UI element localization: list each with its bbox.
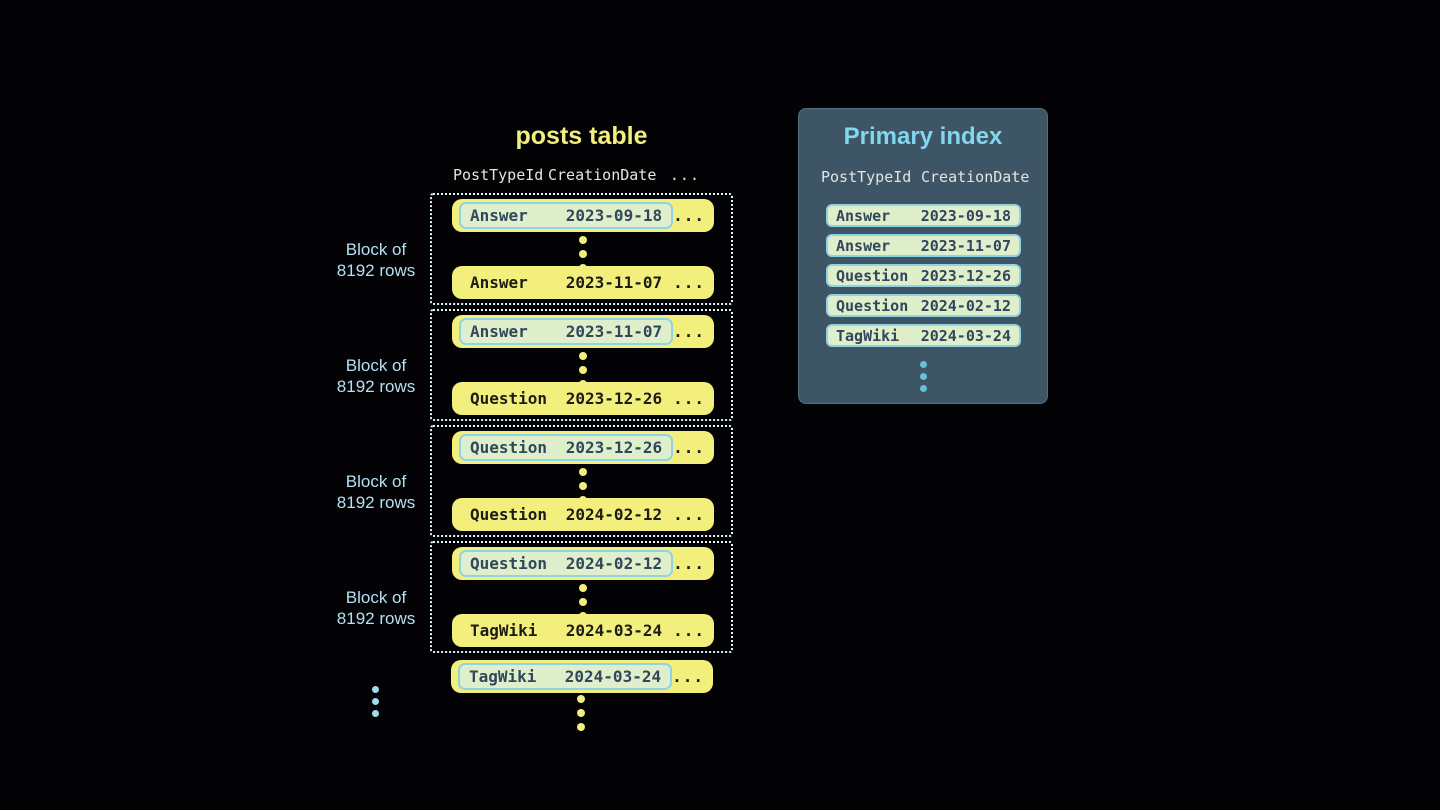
entry-creationdate: 2024-03-24 [920, 326, 1011, 345]
block-3-last-row: Question 2024-02-12 ... [452, 498, 714, 531]
block-1-first-row-highlight: Answer 2023-09-18 [459, 202, 674, 229]
block-2: Answer 2023-11-07 ... Question 2023-12-2… [430, 309, 733, 421]
entry-creationdate: 2023-12-26 [920, 266, 1011, 285]
index-entry: Answer 2023-11-07 [826, 234, 1021, 257]
row-posttypeid: Question [470, 554, 548, 573]
vertical-ellipsis [920, 361, 927, 397]
row-more-ellipsis: ... [673, 554, 705, 573]
row-creationdate: 2023-09-18 [565, 206, 663, 225]
block-1-last-row: Answer 2023-11-07 ... [452, 266, 714, 299]
entry-posttypeid: TagWiki [836, 326, 900, 345]
row-posttypeid: Question [470, 505, 548, 524]
row-posttypeid: Question [470, 389, 548, 408]
column-ellipsis: ... [669, 166, 700, 184]
block-4-last-row: TagWiki 2024-03-24 ... [452, 614, 714, 647]
index-entry: Answer 2023-09-18 [826, 204, 1021, 227]
primary-index-title: Primary index [843, 123, 1003, 150]
row-more-ellipsis: ... [673, 273, 705, 292]
row-more-ellipsis: ... [673, 438, 705, 457]
row-creationdate: 2023-11-07 [565, 273, 663, 292]
index-entry: Question 2023-12-26 [826, 264, 1021, 287]
index-entry: TagWiki 2024-03-24 [826, 324, 1021, 347]
entry-creationdate: 2024-02-12 [920, 296, 1011, 315]
block-4-first-row-highlight: Question 2024-02-12 [459, 550, 674, 577]
entry-posttypeid: Answer [836, 236, 891, 255]
row-more-ellipsis: ... [673, 621, 705, 640]
block-2-last-row: Question 2023-12-26 ... [452, 382, 714, 415]
entry-creationdate: 2023-09-18 [920, 206, 1011, 225]
block-2-first-row: Answer 2023-11-07 ... [452, 315, 714, 348]
row-posttypeid: TagWiki [470, 621, 538, 640]
row-posttypeid: Question [470, 438, 548, 457]
index-entry: Question 2024-02-12 [826, 294, 1021, 317]
block-3-last-row-values: Question 2024-02-12 [459, 501, 673, 528]
tail-row: TagWiki 2024-03-24 ... [451, 660, 713, 693]
row-creationdate: 2023-12-26 [565, 389, 663, 408]
row-creationdate: 2024-02-12 [565, 554, 663, 573]
tail-row-highlight: TagWiki 2024-03-24 [458, 663, 673, 690]
block-2-last-row-values: Question 2023-12-26 [459, 385, 673, 412]
block-1-label: Block of 8192 rows [336, 240, 416, 280]
row-creationdate: 2024-03-24 [564, 667, 662, 686]
row-creationdate: 2023-11-07 [565, 322, 663, 341]
row-more-ellipsis: ... [673, 505, 705, 524]
block-3-first-row-highlight: Question 2023-12-26 [459, 434, 674, 461]
column-posttypeid: PostTypeId [821, 168, 912, 186]
column-posttypeid: PostTypeId [453, 166, 544, 184]
block-1: Answer 2023-09-18 ... Answer 2023-11-07 … [430, 193, 733, 305]
block-4-first-row: Question 2024-02-12 ... [452, 547, 714, 580]
block-4-last-row-values: TagWiki 2024-03-24 [459, 617, 673, 644]
row-posttypeid: TagWiki [469, 667, 537, 686]
row-more-ellipsis: ... [673, 206, 705, 225]
posts-table-title: posts table [515, 122, 648, 150]
block-4-label: Block of 8192 rows [336, 588, 416, 628]
row-creationdate: 2024-02-12 [565, 505, 663, 524]
row-more-ellipsis: ... [672, 667, 704, 686]
row-posttypeid: Answer [470, 206, 528, 225]
entry-posttypeid: Answer [836, 206, 891, 225]
block-3: Question 2023-12-26 ... Question 2024-02… [430, 425, 733, 537]
row-more-ellipsis: ... [673, 389, 705, 408]
block-2-label: Block of 8192 rows [336, 356, 416, 396]
column-creationdate: CreationDate [548, 166, 657, 184]
primary-index-column-headers: PostTypeId CreationDate [799, 168, 1047, 188]
entry-posttypeid: Question [836, 266, 909, 285]
row-more-ellipsis: ... [673, 322, 705, 341]
row-posttypeid: Answer [470, 273, 528, 292]
block-4: Question 2024-02-12 ... TagWiki 2024-03-… [430, 541, 733, 653]
block-3-first-row: Question 2023-12-26 ... [452, 431, 714, 464]
row-creationdate: 2023-12-26 [565, 438, 663, 457]
vertical-ellipsis [577, 695, 585, 737]
entry-creationdate: 2023-11-07 [920, 236, 1011, 255]
primary-index-panel: Primary index PostTypeId CreationDate An… [798, 108, 1048, 404]
row-creationdate: 2024-03-24 [565, 621, 663, 640]
row-posttypeid: Answer [470, 322, 528, 341]
entry-posttypeid: Question [836, 296, 909, 315]
vertical-ellipsis [372, 686, 379, 722]
column-creationdate: CreationDate [921, 168, 1030, 186]
block-1-last-row-values: Answer 2023-11-07 [459, 269, 673, 296]
block-2-first-row-highlight: Answer 2023-11-07 [459, 318, 674, 345]
block-1-first-row: Answer 2023-09-18 ... [452, 199, 714, 232]
posts-table-column-headers: PostTypeId CreationDate ... [430, 166, 733, 186]
block-3-label: Block of 8192 rows [336, 472, 416, 512]
